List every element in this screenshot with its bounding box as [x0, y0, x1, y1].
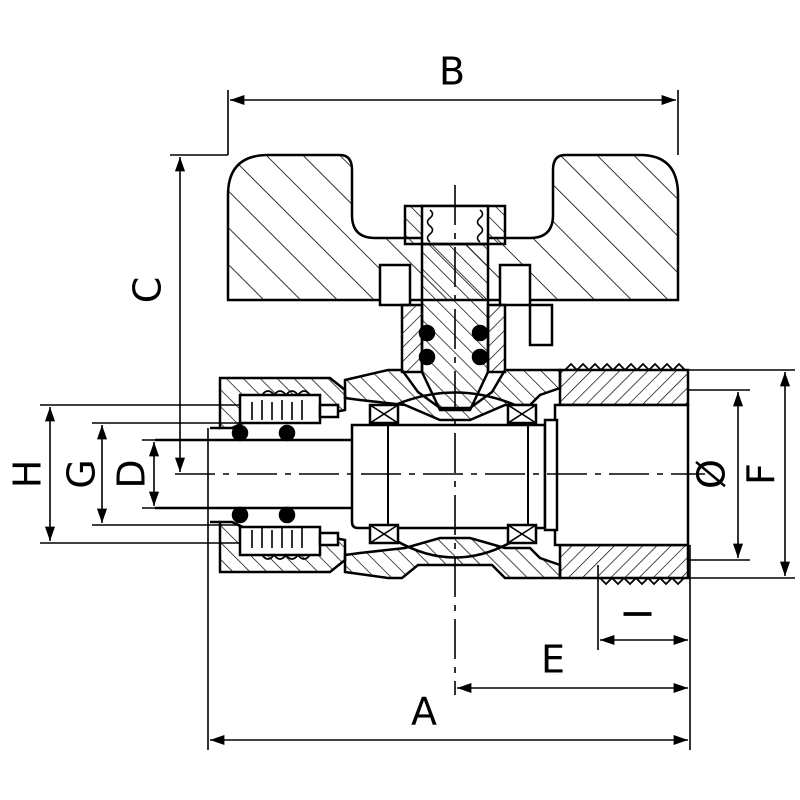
bonnet — [378, 263, 554, 374]
label-H: H — [6, 460, 50, 489]
flow-bore — [350, 403, 690, 547]
label-F: F — [740, 463, 784, 485]
label-G: G — [60, 459, 104, 488]
label-E: E — [541, 638, 565, 682]
label-diameter: Ø — [690, 459, 734, 489]
dimension-lines — [44, 94, 791, 746]
extension-lines — [40, 90, 795, 750]
compression-fitting-nut — [218, 376, 347, 574]
label-A: A — [411, 690, 437, 734]
label-I: I — [617, 608, 661, 619]
label-C: C — [126, 277, 170, 304]
label-B: B — [439, 50, 465, 94]
label-D: D — [110, 459, 154, 488]
centerlines — [175, 185, 705, 695]
dimension-labels: B C H G D Ø F I E A — [6, 50, 784, 734]
pipe — [155, 426, 352, 524]
butterfly-handle — [226, 153, 680, 302]
